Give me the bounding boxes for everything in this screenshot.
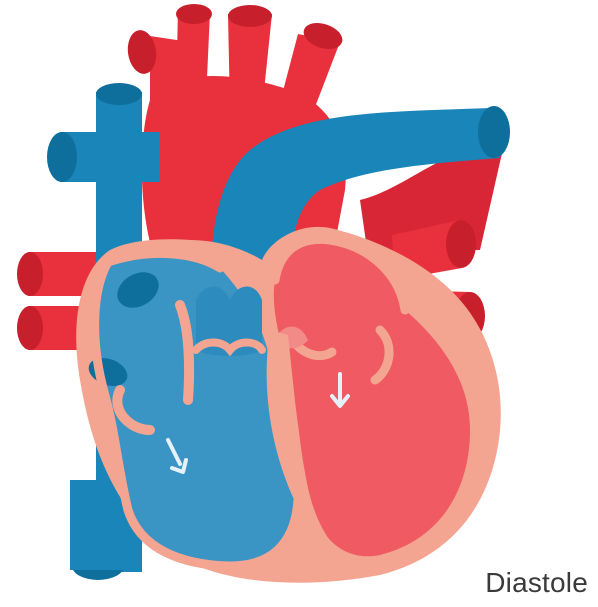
phase-label: Diastole — [485, 567, 588, 599]
left-blue-vessel — [47, 132, 160, 182]
